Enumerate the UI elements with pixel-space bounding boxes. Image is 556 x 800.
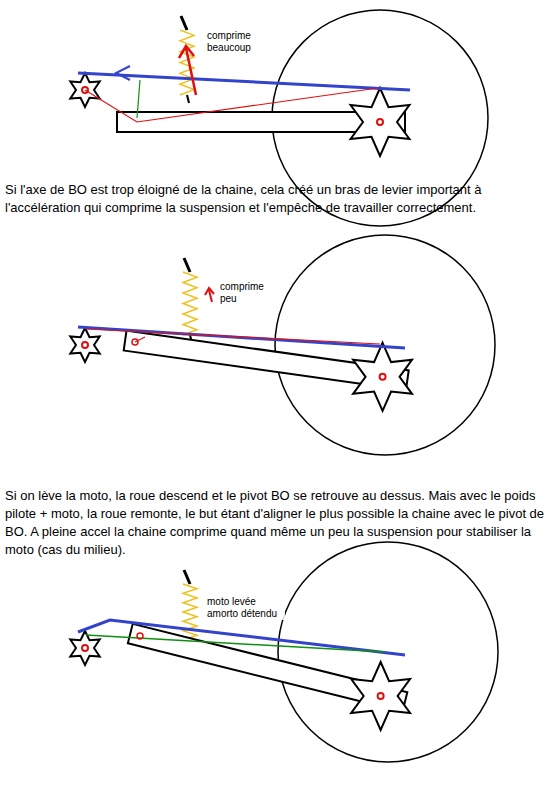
sprocket-axle xyxy=(378,693,384,699)
chain-arrowhead xyxy=(116,66,130,80)
sprocket xyxy=(351,88,410,156)
annotation: comprime peu xyxy=(220,281,272,305)
force-arrowhead xyxy=(179,46,194,58)
lever-arm xyxy=(137,80,140,118)
chain-alignment-line xyxy=(86,635,385,652)
sprocket-axle xyxy=(82,342,88,348)
lever-line xyxy=(85,88,378,122)
sprocket-axle xyxy=(82,645,88,651)
pivot xyxy=(137,633,143,639)
shock-rod xyxy=(184,258,190,272)
annotation: moto levée amorto détendu xyxy=(207,596,285,620)
chain-line xyxy=(78,327,405,348)
wheel xyxy=(275,235,495,455)
sprocket xyxy=(353,343,412,411)
shock-spring xyxy=(183,584,197,640)
pivot xyxy=(132,339,138,345)
chain-line xyxy=(78,620,405,655)
explanation-text: Si on lève la moto, la roue descend et l… xyxy=(5,487,553,559)
lever-line xyxy=(86,329,380,344)
shock-rod xyxy=(184,570,190,584)
chain-line xyxy=(78,73,410,90)
sprocket xyxy=(70,328,99,362)
sprocket-axle xyxy=(377,119,383,125)
shock-spring xyxy=(180,30,194,95)
shock-rod xyxy=(187,95,189,103)
sprocket-axle xyxy=(380,374,386,380)
annotation: comprime beaucoup xyxy=(207,30,269,54)
shock-spring xyxy=(183,272,197,335)
sprocket xyxy=(351,662,410,730)
explanation-text: Si l'axe de BO est trop éloigné de la ch… xyxy=(5,181,553,217)
force-arrowhead xyxy=(205,288,214,295)
shock-rod xyxy=(181,16,187,30)
